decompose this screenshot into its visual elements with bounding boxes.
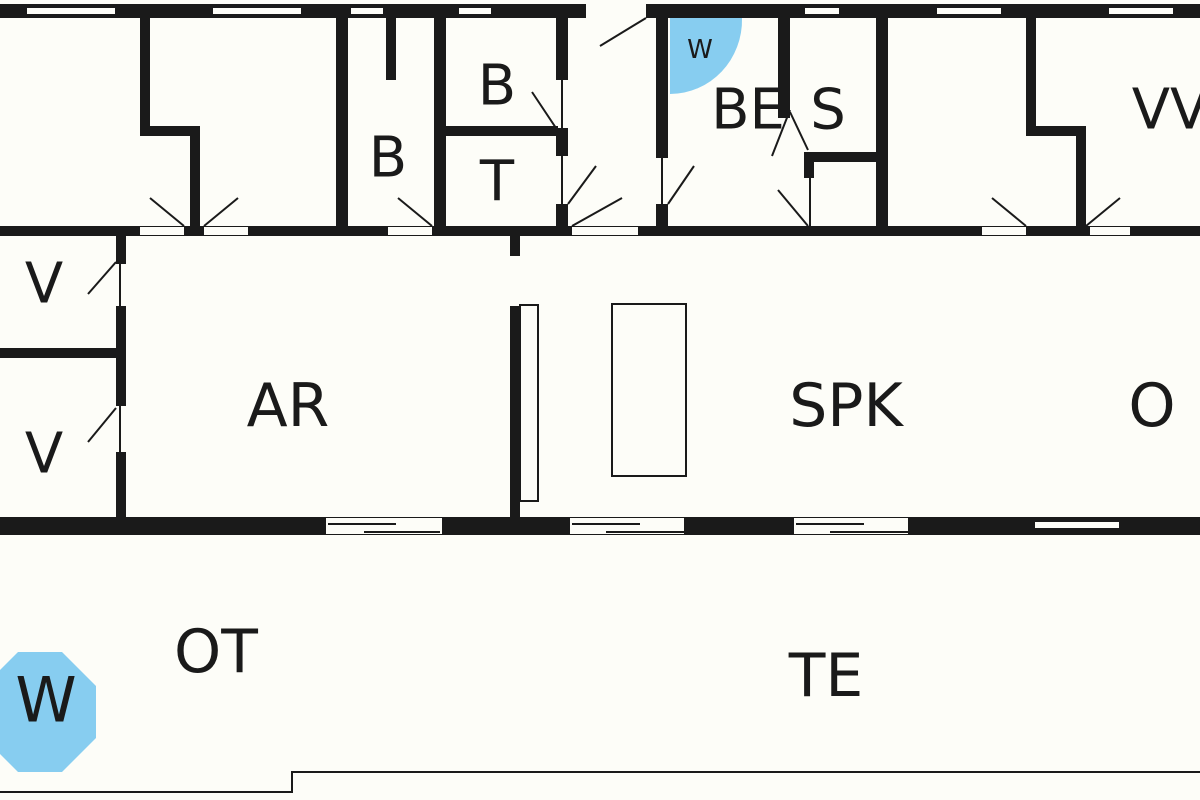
furniture <box>519 303 687 502</box>
room-label-t: T <box>479 150 515 215</box>
kitchen-island <box>611 303 687 477</box>
whirlpool-large: W <box>0 652 96 772</box>
windows <box>25 0 1175 534</box>
whirlpool-large-shape <box>0 652 96 772</box>
room-label-b-upper: B <box>478 54 516 119</box>
wall-openings <box>140 227 1130 235</box>
room-label-s: S <box>810 78 846 143</box>
room-label-spk: SPK <box>789 371 904 441</box>
sliding-doors <box>328 523 908 533</box>
room-label-o: O <box>1128 371 1175 441</box>
room-label-v-lower: V <box>25 422 63 487</box>
room-label-b-lower: B <box>369 126 407 191</box>
room-label-v-upper: V <box>25 252 63 317</box>
whirlpool-large-label: W <box>15 664 76 737</box>
room-label-ar: AR <box>247 371 330 441</box>
room-label-be: BE <box>711 78 785 143</box>
kitchen-counter <box>519 304 539 502</box>
room-label-vv: VV <box>1132 78 1200 143</box>
whirlpool-small-label: W <box>687 35 713 65</box>
walls <box>0 4 1200 535</box>
room-label-te: TE <box>788 641 864 711</box>
terrace-outline <box>0 771 1200 793</box>
room-label-ot: OT <box>174 617 258 687</box>
whirlpool-small-shape <box>670 18 743 95</box>
whirlpool-small: W <box>670 18 743 95</box>
door-swings <box>87 17 1121 452</box>
room-labels: B B T BE S VV V V AR SPK O OT TE <box>25 54 1200 712</box>
